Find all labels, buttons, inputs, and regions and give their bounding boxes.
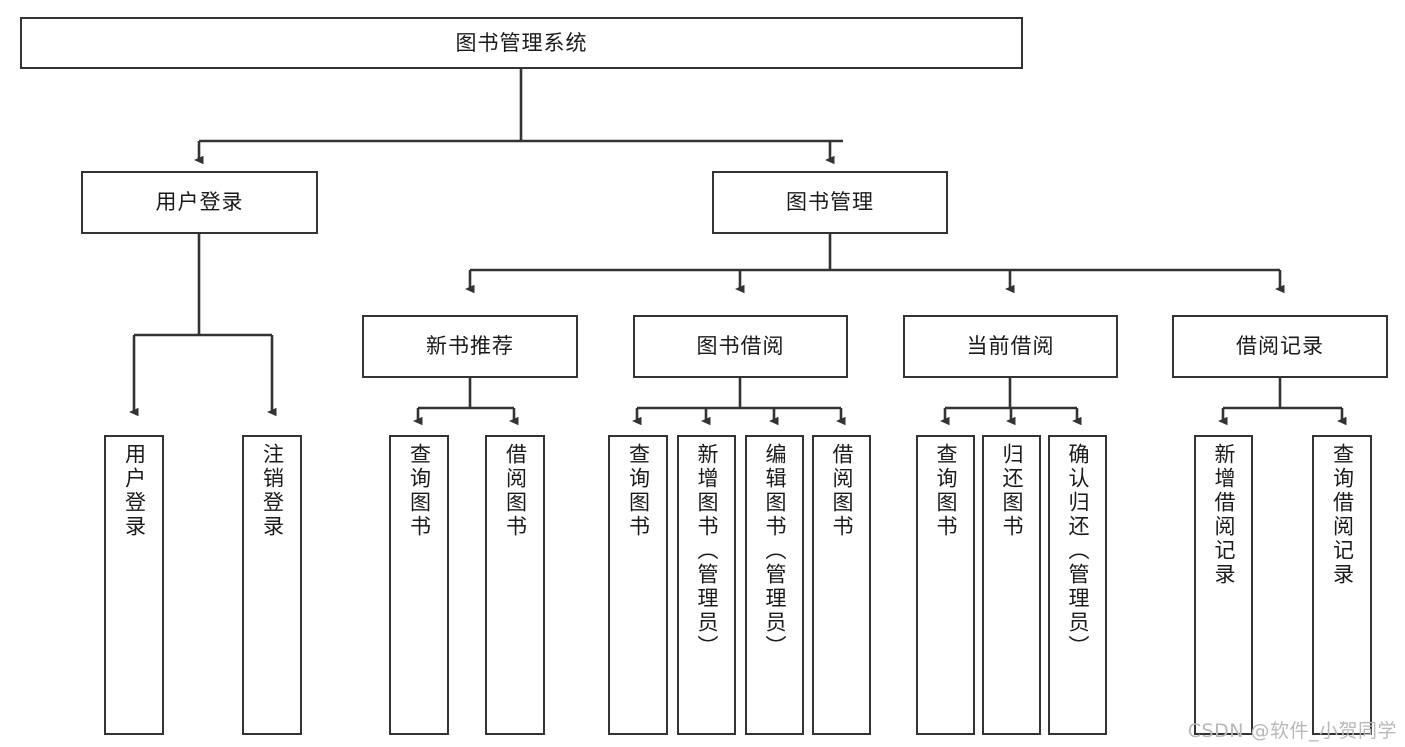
node-root-system[interactable]: 图书管理系统 <box>20 17 1023 69</box>
node-label: 查询图书 <box>407 443 432 539</box>
node-label: 编辑图书（管理员） <box>763 443 787 659</box>
node-label: 借阅记录 <box>1236 334 1324 359</box>
node-label: 查询图书 <box>626 443 651 539</box>
leaf-query-books-recommend[interactable]: 查询图书 <box>389 435 449 735</box>
leaf-borrow-books[interactable]: 借阅图书 <box>812 435 871 735</box>
node-current-borrow[interactable]: 当前借阅 <box>903 315 1118 378</box>
leaf-query-borrow-record[interactable]: 查询借阅记录 <box>1312 435 1372 735</box>
leaf-borrow-books-recommend[interactable]: 借阅图书 <box>485 435 545 735</box>
node-borrow-record[interactable]: 借阅记录 <box>1172 315 1388 378</box>
node-book-borrow[interactable]: 图书借阅 <box>633 315 848 378</box>
node-book-management[interactable]: 图书管理 <box>712 171 948 234</box>
leaf-return-books[interactable]: 归还图书 <box>982 435 1041 735</box>
node-label: 借阅图书 <box>503 443 528 539</box>
leaf-query-books-current[interactable]: 查询图书 <box>916 435 975 735</box>
node-label: 图书管理 <box>786 190 874 215</box>
node-label: 当前借阅 <box>966 334 1055 359</box>
leaf-edit-book-admin[interactable]: 编辑图书（管理员） <box>745 435 804 735</box>
leaf-add-book-admin[interactable]: 新增图书（管理员） <box>677 435 736 735</box>
node-label: 新增图书（管理员） <box>695 443 719 659</box>
leaf-add-borrow-record[interactable]: 新增借阅记录 <box>1194 435 1253 735</box>
node-label: 新增借阅记录 <box>1212 443 1236 587</box>
node-label: 用户登录 <box>122 443 147 539</box>
node-label: 用户登录 <box>155 190 244 215</box>
node-label: 图书管理系统 <box>455 30 588 55</box>
node-user-login[interactable]: 用户登录 <box>81 171 318 234</box>
leaf-logout[interactable]: 注销登录 <box>242 435 302 735</box>
node-label: 查询图书 <box>934 443 958 539</box>
watermark-text: CSDN @软件_小贺同学 <box>1187 720 1397 742</box>
node-new-book-recommend[interactable]: 新书推荐 <box>362 315 578 378</box>
node-label: 查询借阅记录 <box>1330 443 1355 587</box>
node-label: 图书借阅 <box>696 334 785 359</box>
leaf-query-books-borrow[interactable]: 查询图书 <box>608 435 668 735</box>
node-label: 新书推荐 <box>426 334 514 359</box>
node-label: 归还图书 <box>1000 443 1024 539</box>
leaf-confirm-return-admin[interactable]: 确认归还（管理员） <box>1048 435 1107 735</box>
node-label: 确认归还（管理员） <box>1066 443 1090 659</box>
leaf-user-login[interactable]: 用户登录 <box>104 435 164 735</box>
node-label: 注销登录 <box>260 443 285 539</box>
node-label: 借阅图书 <box>830 443 854 539</box>
